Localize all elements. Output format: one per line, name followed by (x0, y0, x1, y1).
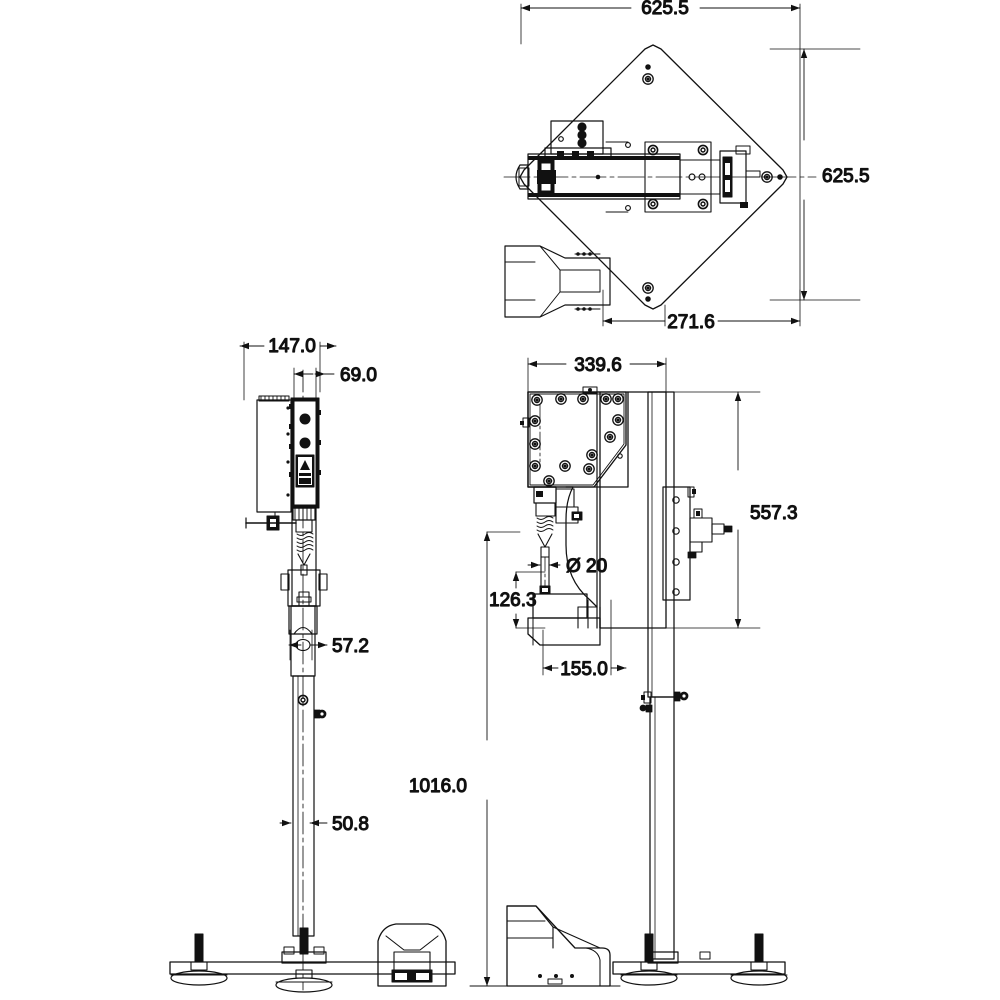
side-clamp-knob (673, 691, 689, 702)
side-leveling-foot-left (620, 933, 678, 986)
dimension-upper-tube: 57.2 (288, 629, 370, 661)
dimension-label: Ø 20 (566, 556, 607, 577)
leveling-foot-left (170, 933, 228, 986)
leveling-foot-center (275, 969, 333, 993)
dimension-label: 271.6 (667, 312, 715, 333)
dimension-ram-diameter: Ø 20 (527, 551, 608, 581)
side-leveling-foot-right (730, 933, 788, 986)
dimension-overall-height: 1016.0 (408, 531, 561, 987)
side-column-upper (647, 391, 675, 698)
dimension-label: 625.5 (822, 166, 870, 187)
dimension-head-width: 147.0 (239, 335, 337, 401)
dimension-label: 69.0 (340, 365, 377, 386)
side-base-assembly (612, 933, 788, 986)
side-anvil-table (527, 593, 601, 646)
front-tube-lower (292, 675, 327, 937)
dimension-label: 126.3 (489, 590, 537, 611)
dimension-top-height: 625.5 (769, 48, 870, 301)
dimension-top-width: 625.5 (520, 0, 801, 301)
side-press-head (520, 386, 667, 629)
top-foot-pedal (504, 245, 611, 318)
dimension-top-offset: 271.6 (602, 289, 801, 334)
front-foot-pedal (377, 923, 447, 987)
dimension-label: 1016.0 (409, 776, 467, 797)
dimension-label: 557.3 (750, 503, 798, 524)
dimension-label: 339.6 (574, 355, 622, 376)
dimension-throat-height: 126.3 (488, 571, 546, 629)
front-press-head (289, 397, 321, 509)
side-column-lower (639, 691, 689, 960)
front-clamp-knob (313, 709, 327, 719)
top-press-assembly (515, 120, 761, 213)
side-slide-bracket (662, 486, 733, 601)
dimension-label: 625.5 (641, 0, 689, 19)
dimension-base-depth: 155.0 (542, 599, 627, 681)
dimension-label: 147.0 (268, 336, 316, 357)
side-ram-assembly (533, 486, 583, 595)
front-view: 147.0 69.0 57.2 50.8 (169, 335, 456, 993)
front-upper-column (280, 507, 328, 607)
dimension-body-width: 69.0 (293, 364, 378, 405)
dimension-label: 57.2 (332, 636, 369, 657)
dimension-label: 155.0 (560, 659, 608, 680)
dimension-frame-height: 557.3 (599, 391, 798, 629)
top-view: 625.5 625.5 271.6 (503, 0, 870, 334)
dimension-label: 50.8 (332, 814, 369, 835)
front-base-assembly (169, 927, 456, 993)
dimension-frame-depth: 339.6 (527, 354, 667, 399)
front-ram-assembly (292, 507, 316, 576)
front-controller-box (245, 395, 297, 531)
side-foot-pedal (469, 905, 621, 987)
side-view: 339.6 557.3 Ø 20 126.3 (408, 354, 798, 987)
dimension-lower-tube: 50.8 (279, 813, 370, 836)
